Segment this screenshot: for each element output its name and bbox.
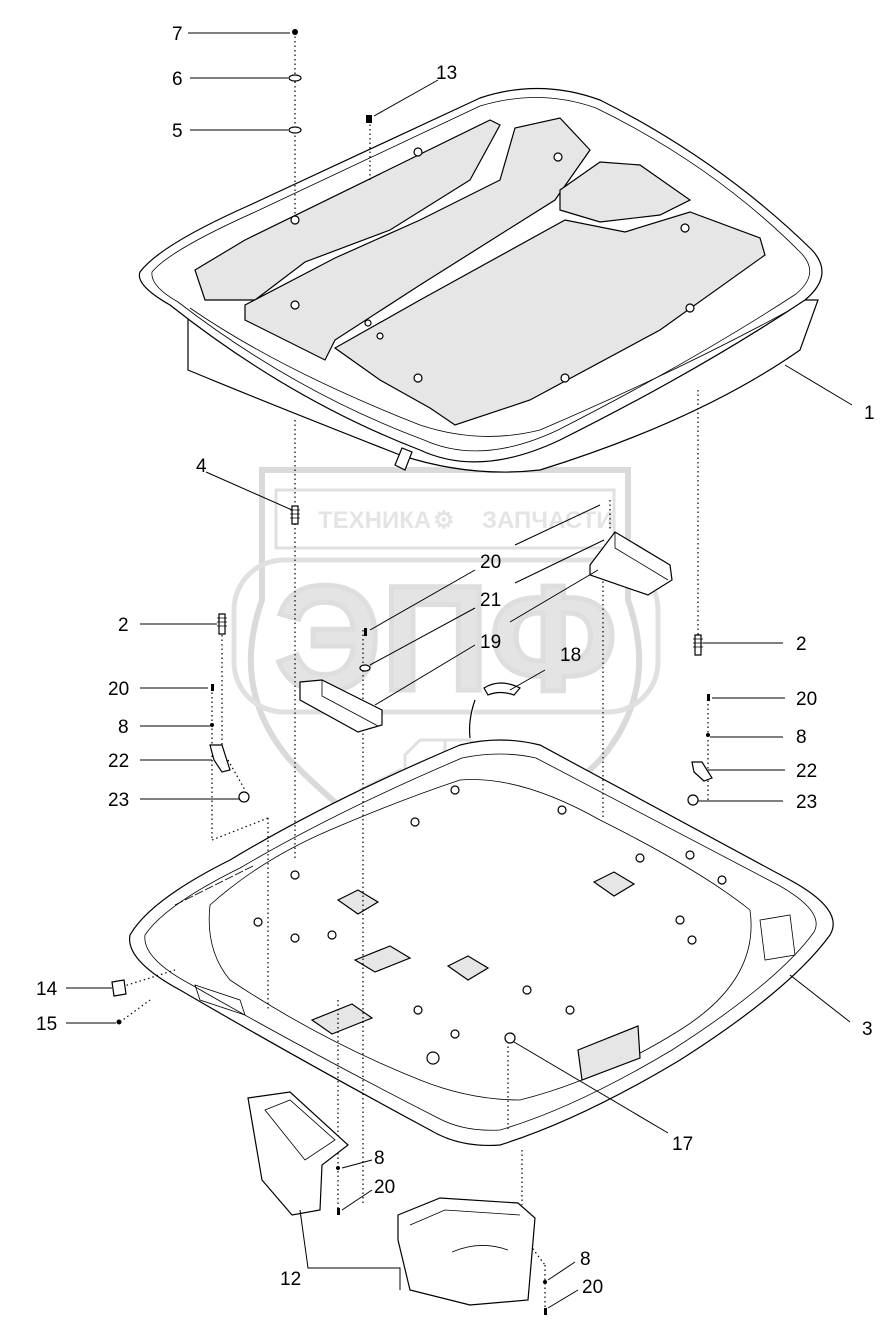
headliner-bracket-right xyxy=(759,914,796,961)
part-23-nut-right xyxy=(687,794,699,806)
part-20-bottom-b xyxy=(544,1308,547,1315)
gear-icon: ⚙ xyxy=(433,507,455,534)
roof-panel-recess-mid xyxy=(244,117,591,361)
headliner-vent-3 xyxy=(446,955,490,981)
callout-8-right: 8 xyxy=(796,727,807,748)
callout-5: 5 xyxy=(172,121,183,142)
part-20-screw-right xyxy=(707,694,710,701)
roof-panel-recess-right xyxy=(333,211,766,426)
callout-3: 3 xyxy=(862,1019,873,1040)
roof-panel-tab xyxy=(394,447,413,471)
headliner-vent-1 xyxy=(336,889,380,915)
headliner-vent-ribs xyxy=(174,865,254,906)
roof-panel-front-edge xyxy=(189,307,791,437)
callout-20-bottom-b: 20 xyxy=(582,1277,603,1298)
part-2-stud-right-thread xyxy=(693,638,703,648)
leader-lines xyxy=(66,32,853,1309)
part-18-wire xyxy=(468,699,476,739)
headliner-ceiling-contour xyxy=(208,779,752,1101)
callout-7: 7 xyxy=(172,24,183,45)
callout-18: 18 xyxy=(560,645,581,666)
watermark-banner xyxy=(274,488,616,550)
part-20-bottom-a xyxy=(337,1208,340,1215)
headliner-inner-rim xyxy=(144,753,817,1131)
callout-22-right: 22 xyxy=(796,761,817,782)
callout-2-right: 2 xyxy=(796,634,807,655)
part-5-washer xyxy=(288,126,302,134)
callout-6: 6 xyxy=(172,69,183,90)
brackets-19 xyxy=(299,531,673,733)
part-2-stud-right xyxy=(694,634,702,656)
watermark-logo-frame xyxy=(231,557,661,715)
storage-box-left xyxy=(247,1091,349,1216)
part-21-washer xyxy=(359,664,371,672)
callout-20-right: 20 xyxy=(796,689,817,710)
headliner-panel-right xyxy=(577,1025,641,1081)
part-23-nut-left xyxy=(238,791,250,803)
callout-1: 1 xyxy=(864,403,875,424)
part-20-screw-left xyxy=(211,684,214,691)
part-8-bottom-a xyxy=(336,1166,340,1170)
part-22-bracket-right xyxy=(691,761,713,782)
part-15-screw xyxy=(116,1019,122,1025)
part-6-washer xyxy=(288,74,302,82)
callout-8-bottom-a: 8 xyxy=(374,1148,385,1169)
callout-2-left: 2 xyxy=(118,615,129,636)
part-17-plug xyxy=(504,1032,516,1044)
callout-23-left: 23 xyxy=(108,790,129,811)
callout-15: 15 xyxy=(36,1014,57,1035)
callout-numbers: 7 6 5 13 1 4 20 21 19 18 2 2 20 20 8 8 2… xyxy=(36,24,875,1298)
part-7-nut xyxy=(292,29,298,35)
part-2-stud-left xyxy=(218,613,226,635)
roof-panel-recess-right-top xyxy=(559,161,692,223)
callout-20-bottom-a: 20 xyxy=(374,1177,395,1198)
callout-22-left: 22 xyxy=(108,751,129,772)
headliner-bosses xyxy=(253,785,727,1065)
roof-panel xyxy=(138,87,823,473)
headliner-bracket-left xyxy=(194,984,246,1016)
part-20-screw-top xyxy=(364,628,367,636)
part-2-stud-left-thread xyxy=(217,617,227,627)
hardware xyxy=(111,29,713,1315)
headliner xyxy=(129,739,834,1147)
callout-21: 21 xyxy=(480,590,501,611)
watermark-text-left: ТЕХНИКА xyxy=(318,507,431,534)
headliner-vent-4 xyxy=(353,945,412,973)
storage-box-right xyxy=(397,1197,536,1306)
roof-panel-recess-left xyxy=(194,119,501,301)
part-18-lamp-cover xyxy=(483,682,521,696)
part-13-clip xyxy=(366,115,372,123)
headliner-vent-2 xyxy=(592,871,636,897)
callout-17: 17 xyxy=(672,1134,693,1155)
callout-19: 19 xyxy=(480,632,501,653)
callout-23-right: 23 xyxy=(796,792,817,813)
headliner-light xyxy=(310,1003,374,1035)
part-14-cap xyxy=(111,979,127,997)
part-8-bottom-b xyxy=(543,1280,547,1284)
callout-4: 4 xyxy=(196,456,207,477)
callout-14: 14 xyxy=(36,979,58,1000)
callout-13: 13 xyxy=(436,63,457,84)
callout-20-left: 20 xyxy=(108,679,129,700)
roof-panel-inner-rim xyxy=(151,97,810,452)
callout-8-left: 8 xyxy=(118,717,129,738)
callout-20-upper: 20 xyxy=(480,552,501,573)
callout-12: 12 xyxy=(280,1269,301,1290)
watermark-logo-letters: ЭПФ xyxy=(275,554,618,722)
part-8-right xyxy=(706,733,710,737)
part-22-bracket-left xyxy=(209,744,231,773)
storage-boxes-12 xyxy=(247,1091,536,1306)
watermark: ТЕХНИКА ⚙ ЗАПЧАСТИ ЭПФ xyxy=(231,467,661,884)
callout-8-bottom-b: 8 xyxy=(580,1249,591,1270)
part-8-left xyxy=(210,723,214,727)
part-4-stud xyxy=(291,505,299,525)
